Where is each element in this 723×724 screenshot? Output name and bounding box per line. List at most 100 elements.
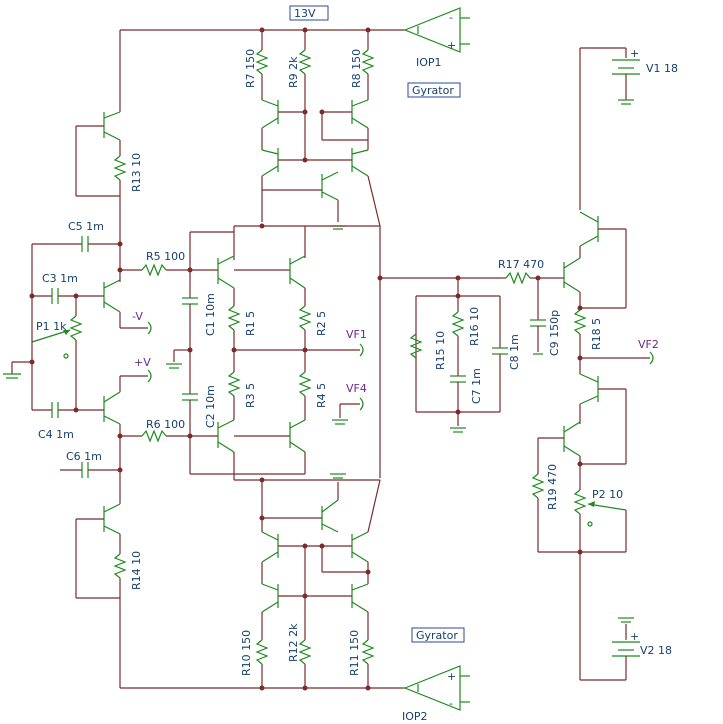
vf2-label: VF2 xyxy=(638,338,659,351)
r7-label: R7 150 xyxy=(244,49,257,88)
resistor-r13 xyxy=(113,140,127,270)
mid-ground xyxy=(166,347,193,369)
net-pos-v xyxy=(119,369,152,392)
r18-label: R18 5 xyxy=(590,318,603,350)
capacitor-c1 xyxy=(182,297,198,350)
r14-label: R14 10 xyxy=(130,551,143,590)
c3-label: C3 1m xyxy=(42,272,78,285)
vf1-label: VF1 xyxy=(346,328,367,341)
resistor-r10 xyxy=(255,612,269,688)
resistor-r2 xyxy=(298,305,312,350)
c6-label: C6 1m xyxy=(66,450,102,463)
gyrator-top-transistors xyxy=(261,99,381,230)
gyrator-bottom-box xyxy=(411,627,465,643)
vf4-label: VF4 xyxy=(346,382,367,395)
output-stage-wiring xyxy=(187,223,500,478)
transistor-q-input-top xyxy=(103,270,148,329)
capacitor-c5 xyxy=(32,236,123,252)
r13-label: R13 10 xyxy=(130,153,143,192)
c2-label: C2 10m xyxy=(204,385,217,428)
capacitor-c6 xyxy=(60,462,123,478)
resistor-r15 xyxy=(409,333,423,359)
iop1-label: IOP1 xyxy=(416,56,442,69)
resistor-r6 xyxy=(117,429,190,443)
resistor-r5 xyxy=(117,263,190,277)
v2-plus-label: + xyxy=(630,630,639,643)
r1-label: R1 5 xyxy=(244,311,257,336)
net-vf2 xyxy=(649,351,654,365)
gyrator-top-label: Gyrator xyxy=(412,84,454,97)
right-lower-transistors xyxy=(538,373,627,490)
resistor-r18 xyxy=(573,309,650,374)
r10-label: R10 150 xyxy=(240,630,253,676)
capacitor-c2 xyxy=(182,350,198,474)
r11-label: R11 150 xyxy=(348,630,361,676)
resistor-r3 xyxy=(227,350,241,420)
net-vf4 xyxy=(332,397,364,425)
iop1-minus-label: - xyxy=(449,11,453,24)
iop2-label: IOP2 xyxy=(402,710,428,723)
output-lower-transistors xyxy=(190,419,380,483)
capacitor-c7 xyxy=(450,375,466,412)
gyrator-top-box xyxy=(407,82,461,98)
v1-plus-label: + xyxy=(630,47,639,60)
resistor-r14 xyxy=(113,534,127,688)
neg-v-label: -V xyxy=(132,310,143,323)
r8-label: R8 150 xyxy=(350,49,363,88)
r12-label: R12 2k xyxy=(287,623,300,662)
gyrator-bottom-transistors xyxy=(259,473,381,613)
resistor-r9 xyxy=(298,30,312,112)
supply-label-box xyxy=(289,5,329,21)
pot-p1 xyxy=(31,296,83,410)
c9-label: C9 150p xyxy=(548,310,561,356)
c8-label: C8 1m xyxy=(508,334,521,370)
resistor-r16 xyxy=(451,296,465,376)
net-neg-v xyxy=(147,321,152,335)
r5-label: R5 100 xyxy=(146,250,185,263)
iop2-plus-label: + xyxy=(447,670,456,683)
r3-label: R3 5 xyxy=(244,383,257,408)
supply-label: 13V xyxy=(294,7,316,20)
r17-label: R17 470 xyxy=(498,258,544,271)
r9-label: R9 2k xyxy=(287,56,300,88)
opamp-iop1: - + xyxy=(403,7,470,53)
capacitor-c9 xyxy=(530,278,546,355)
v1-label: V1 18 xyxy=(646,62,678,75)
net-vf1 xyxy=(359,343,364,357)
r2-label: R2 5 xyxy=(315,311,328,336)
c5-label: C5 1m xyxy=(68,220,104,233)
p1-label: P1 1k xyxy=(36,320,67,333)
bottom-rail xyxy=(120,685,405,691)
pos-v-label: +V xyxy=(134,356,151,369)
capacitor-c4 xyxy=(32,402,104,418)
resistor-r12 xyxy=(298,596,312,688)
resistor-r1 xyxy=(227,305,241,350)
capacitor-c3 xyxy=(29,288,104,304)
iop2-minus-label: - xyxy=(449,697,453,710)
r16-label: R16 10 xyxy=(468,307,481,346)
c1-label: C1 10m xyxy=(204,293,217,336)
resistor-r7 xyxy=(255,30,269,100)
opamp-iop2: + - xyxy=(403,665,470,711)
iop1-plus-label: + xyxy=(447,39,456,52)
transistor-q-bottom-left xyxy=(75,436,121,599)
capacitor-c8 xyxy=(492,296,508,412)
resistor-r8 xyxy=(361,30,375,100)
r15-label: R15 10 xyxy=(434,331,447,370)
source-v1: + xyxy=(580,47,640,105)
c4-label: C4 1m xyxy=(38,428,74,441)
pot-p2 xyxy=(573,489,627,680)
right-upper-transistors xyxy=(560,48,627,311)
resistor-r17 xyxy=(500,271,560,285)
c7-label: C7 1m xyxy=(470,368,483,404)
p2-label: P2 10 xyxy=(592,488,623,501)
r19-label: R19 470 xyxy=(546,464,559,510)
source-v2: + xyxy=(580,617,640,681)
r6-label: R6 100 xyxy=(146,418,185,431)
transistor-q-top-left xyxy=(75,111,121,197)
gyrator-bottom-label: Gyrator xyxy=(416,629,458,642)
resistor-r11 xyxy=(361,612,375,688)
resistor-r4 xyxy=(298,350,312,420)
left-ground xyxy=(3,244,35,410)
